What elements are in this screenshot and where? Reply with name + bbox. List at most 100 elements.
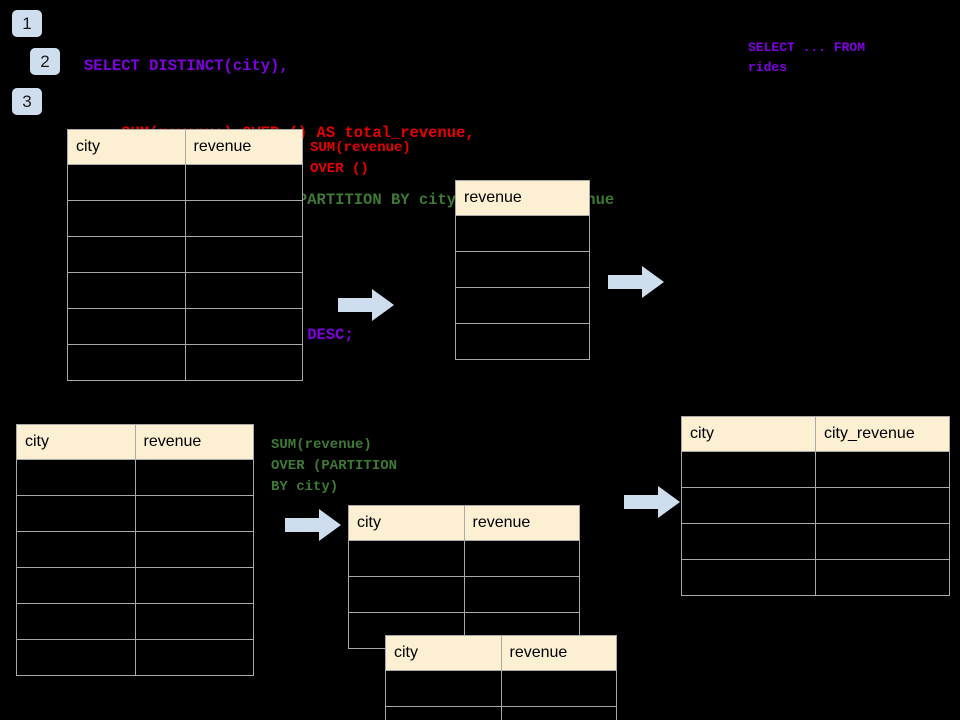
table-cell	[16, 639, 136, 676]
table-row	[385, 670, 617, 707]
table-cell	[455, 323, 590, 360]
table-cell	[67, 272, 186, 309]
table-row	[67, 272, 303, 309]
table-row	[67, 200, 303, 237]
annotation-over-empty: SUM(revenue) OVER ()	[310, 140, 411, 177]
table-header-row: city revenue	[348, 505, 580, 541]
table-row	[67, 164, 303, 201]
table-cell	[134, 495, 254, 532]
table-cell	[815, 451, 950, 488]
table-row	[16, 603, 254, 640]
table-body	[385, 670, 617, 720]
table-body	[16, 459, 254, 676]
table-header-row: revenue	[455, 180, 590, 216]
table-body	[681, 451, 950, 596]
table-row	[681, 523, 950, 560]
table-body	[67, 164, 303, 381]
table-cell	[385, 706, 502, 720]
table-cell	[815, 559, 950, 596]
column-header-revenue: revenue	[463, 505, 580, 541]
table-cell	[134, 639, 254, 676]
table-cell	[681, 451, 816, 488]
column-header-city: city	[681, 416, 816, 452]
table-cell	[67, 308, 186, 345]
column-header-revenue: revenue	[134, 424, 254, 460]
table-row	[681, 559, 950, 596]
table-cell	[184, 344, 303, 381]
step-badge-3[interactable]: 3	[12, 88, 42, 115]
table-header-row: city revenue	[16, 424, 254, 460]
table-source-top: city revenue	[67, 129, 303, 381]
annotation-over-partition: SUM(revenue) OVER (PARTITION BY city)	[271, 437, 398, 495]
table-cell	[16, 603, 136, 640]
table-cell	[67, 200, 186, 237]
table-cell	[463, 576, 580, 613]
step-badge-1[interactable]: 1	[12, 10, 42, 37]
table-cell	[16, 459, 136, 496]
table-result: city city_revenue	[681, 416, 950, 596]
table-cell	[455, 287, 590, 324]
table-header-row: city revenue	[385, 635, 617, 671]
table-row	[16, 459, 254, 496]
table-total-revenue: revenue	[455, 180, 590, 360]
table-cell	[815, 523, 950, 560]
table-header-row: city city_revenue	[681, 416, 950, 452]
table-row	[455, 251, 590, 288]
table-cell	[348, 540, 465, 577]
table-cell	[134, 567, 254, 604]
column-header-revenue: revenue	[500, 635, 617, 671]
table-row	[348, 540, 580, 577]
table-partition-front: city revenue	[385, 635, 617, 720]
arrow-right-icon-4	[624, 485, 680, 519]
step-badge-2[interactable]: 2	[30, 48, 60, 75]
table-cell	[67, 344, 186, 381]
table-row	[16, 639, 254, 676]
table-row	[681, 451, 950, 488]
table-cell	[16, 531, 136, 568]
table-row	[16, 531, 254, 568]
table-cell	[67, 236, 186, 273]
arrow-right-icon-1	[338, 288, 394, 322]
table-cell	[134, 531, 254, 568]
table-cell	[184, 272, 303, 309]
table-cell	[134, 459, 254, 496]
table-cell	[134, 603, 254, 640]
table-cell	[184, 308, 303, 345]
table-cell	[348, 576, 465, 613]
column-header-city: city	[348, 505, 465, 541]
table-cell	[16, 567, 136, 604]
table-cell	[455, 251, 590, 288]
table-cell	[500, 670, 617, 707]
sql-side-note: SELECT ... FROM rides	[748, 40, 866, 75]
table-row	[385, 706, 617, 720]
column-header-revenue: revenue	[184, 129, 303, 165]
table-cell	[681, 487, 816, 524]
arrow-right-icon-2	[608, 265, 664, 299]
table-row	[455, 323, 590, 360]
table-row	[348, 576, 580, 613]
table-row	[67, 308, 303, 345]
table-cell	[815, 487, 950, 524]
table-cell	[681, 523, 816, 560]
table-cell	[385, 670, 502, 707]
table-header-row: city revenue	[67, 129, 303, 165]
table-row	[16, 495, 254, 532]
arrow-right-icon-3	[285, 508, 341, 542]
column-header-city: city	[385, 635, 502, 671]
table-cell	[16, 495, 136, 532]
table-row	[16, 567, 254, 604]
table-row	[455, 287, 590, 324]
sql-line-1: SELECT DISTINCT(city),	[84, 56, 289, 75]
table-cell	[681, 559, 816, 596]
table-cell	[184, 164, 303, 201]
column-header-city: city	[67, 129, 186, 165]
table-row	[455, 215, 590, 252]
table-body	[348, 540, 580, 649]
table-row	[67, 236, 303, 273]
column-header-city: city	[16, 424, 136, 460]
table-cell	[463, 540, 580, 577]
table-cell	[184, 236, 303, 273]
column-header-revenue: revenue	[455, 180, 590, 216]
table-row	[681, 487, 950, 524]
